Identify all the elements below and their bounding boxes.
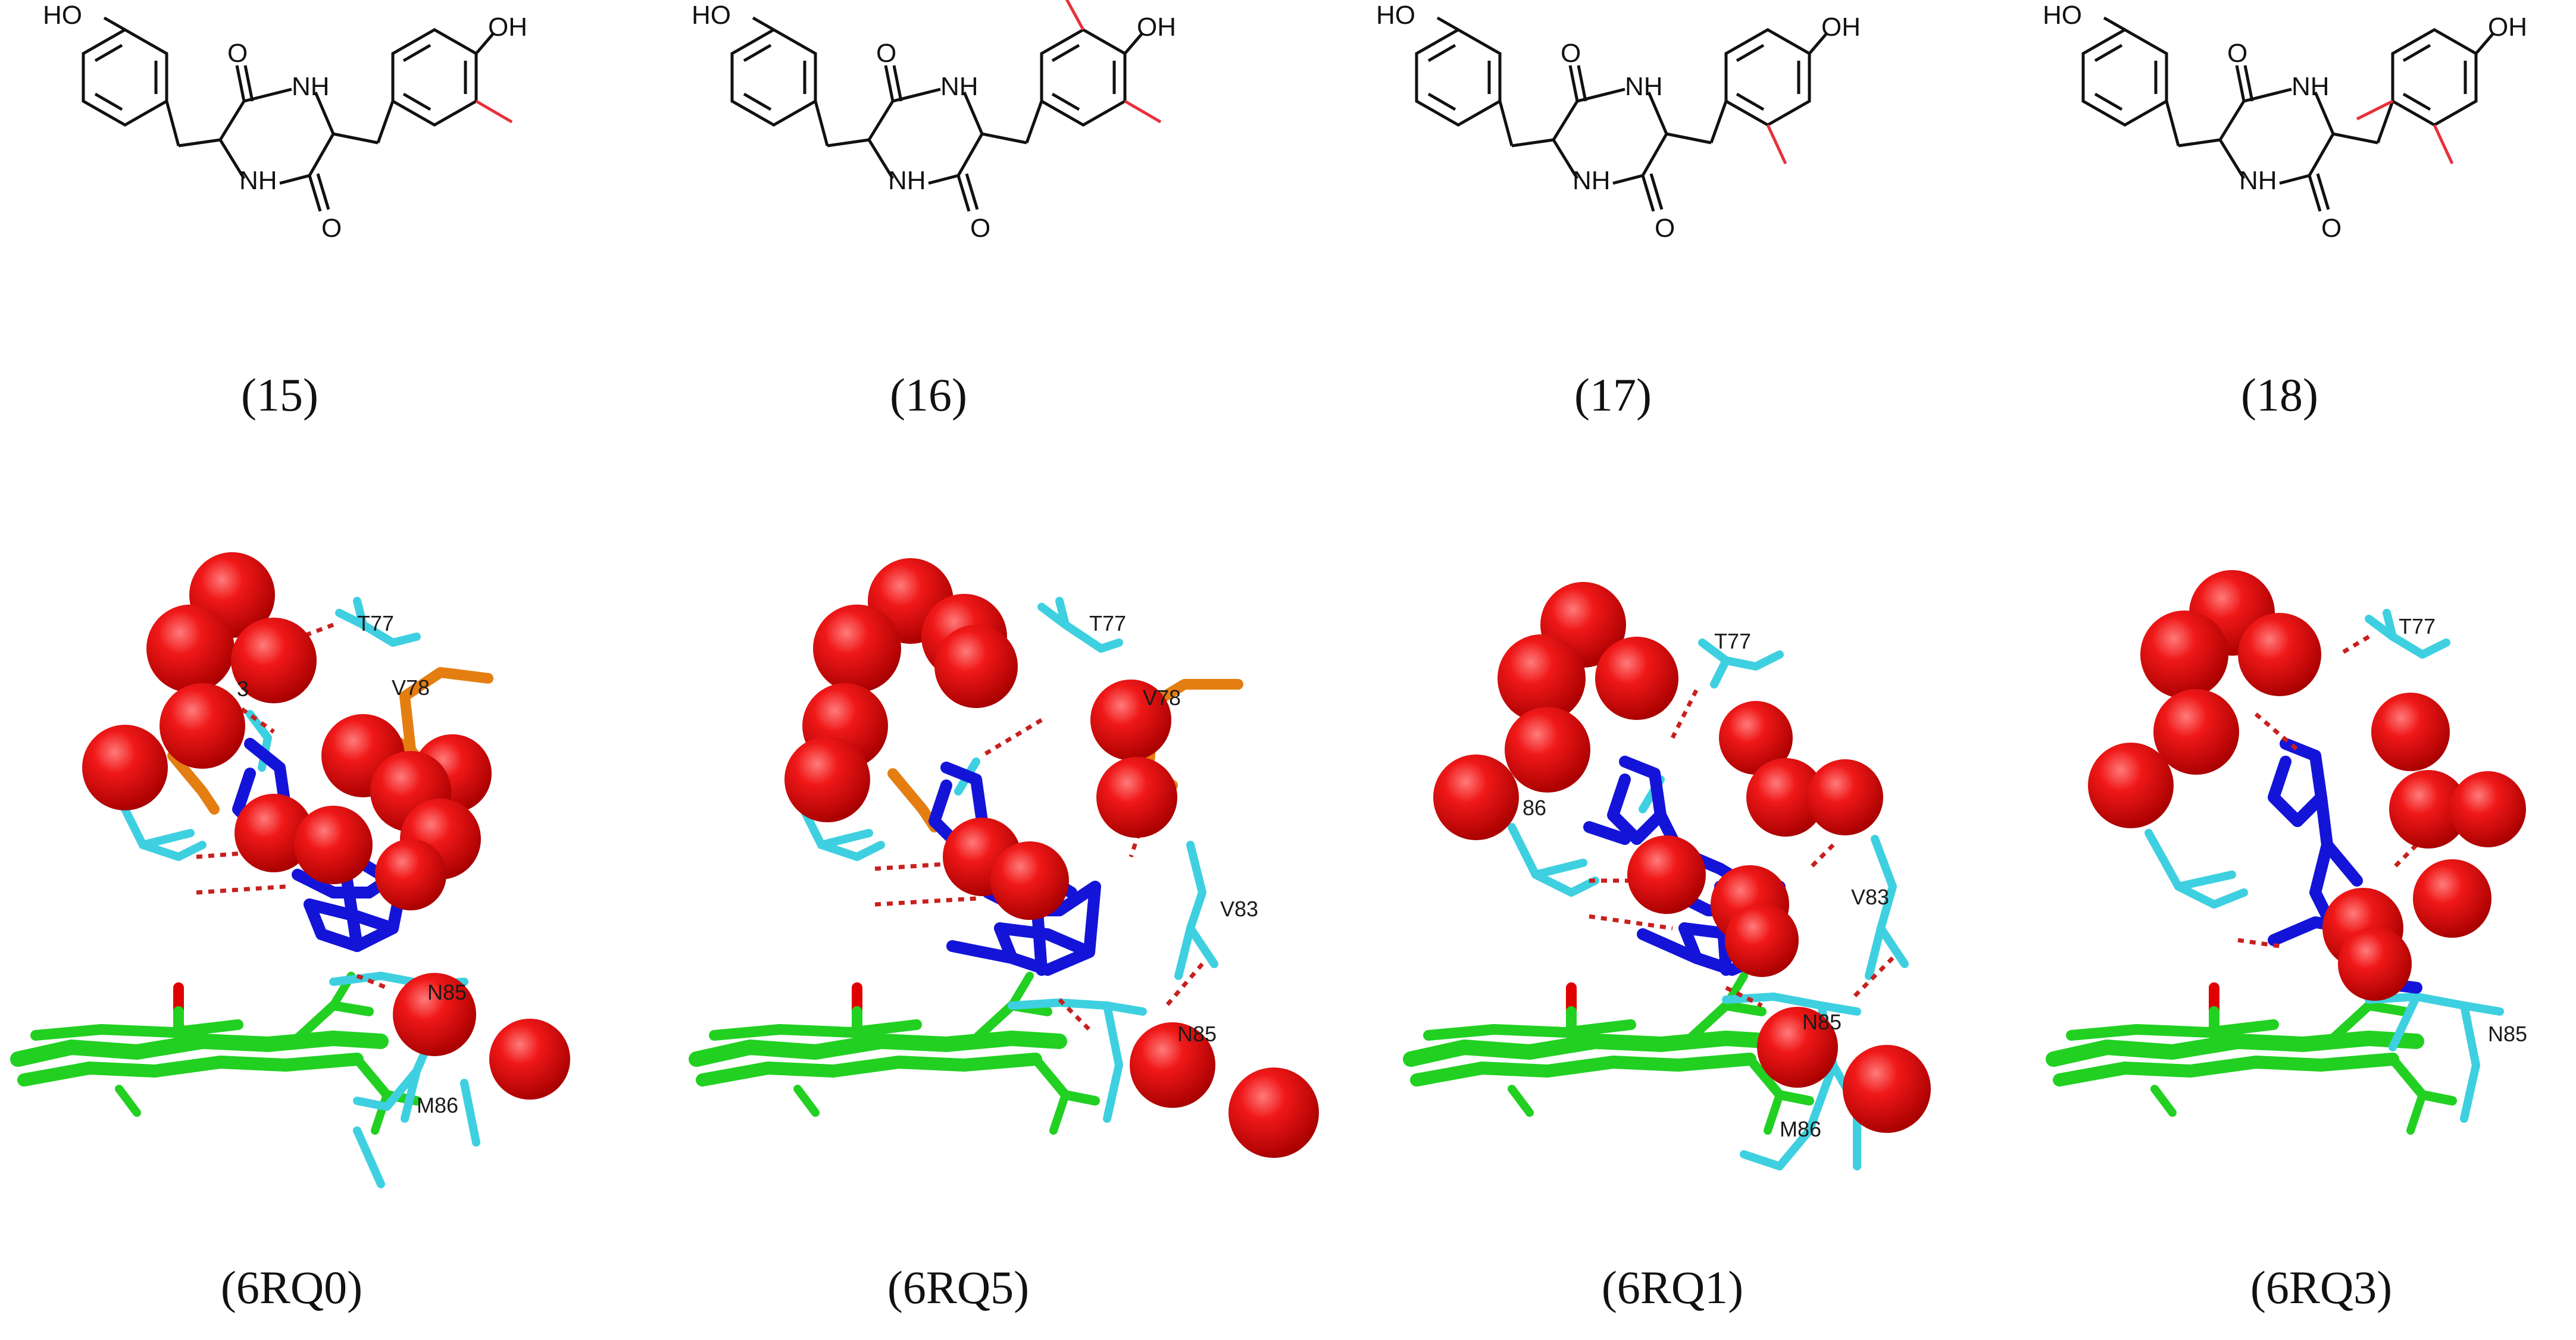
residue-label: V78 (1143, 685, 1181, 710)
amide-nh-label: NH (1625, 72, 1663, 101)
hydroxyl-label: OH (488, 12, 527, 42)
protein-residues (2144, 609, 2504, 1123)
compound-caption: (17) (1574, 369, 1652, 421)
svg-text:O: O (321, 214, 342, 243)
residue-label: T77 (357, 611, 394, 635)
residue-label: V83 (1220, 897, 1258, 921)
hydroxyl-label: OH (1821, 12, 1861, 42)
structure-caption: (6RQ0) (221, 1261, 362, 1313)
hydroxyl-label: HO (43, 1, 82, 30)
residue-label: T77 (1089, 611, 1126, 635)
structure-caption: (6RQ3) (2250, 1261, 2392, 1313)
methyl-group (2433, 124, 2454, 165)
water-molecules (2088, 570, 2526, 1001)
amide-nh-label: NH (940, 72, 978, 101)
svg-text:O: O (970, 214, 990, 243)
residue-label: M86 (1780, 1117, 1821, 1141)
residue-label: N85 (1177, 1022, 1217, 1046)
residue-label: N85 (427, 980, 467, 1004)
compound-17: HO OH NH NH O O (17) (1376, 1, 1861, 421)
compound-16: HO OH NH NH O O (16) (692, 0, 1176, 421)
amide-nh-label: NH (888, 166, 926, 195)
structure-caption: (6RQ5) (887, 1261, 1029, 1313)
compound-caption: (15) (241, 369, 318, 421)
protein-residues (793, 597, 1218, 1123)
structure-6RQ5: T77 V78 V83 N85 (6RQ5) (696, 558, 1319, 1313)
methyl-group (1124, 99, 1162, 124)
water-molecules (784, 558, 1319, 1158)
hydroxyl-label: HO (2043, 1, 2082, 30)
amide-nh-label: NH (292, 72, 330, 101)
amide-nh-label: NH (2291, 72, 2330, 101)
structure-caption: (6RQ1) (1602, 1261, 1743, 1313)
residue-label: N85 (1802, 1010, 1842, 1034)
amide-nh-label: NH (2239, 166, 2277, 195)
methyl-group (1065, 0, 1085, 31)
methyl-group (475, 99, 513, 124)
hydrogen-bonds (2237, 634, 2418, 948)
hydroxyl-label: HO (692, 1, 731, 30)
hydroxyl-label: OH (2488, 12, 2527, 42)
svg-text:O: O (2321, 214, 2341, 243)
svg-text:O: O (1655, 214, 1675, 243)
residue-label: V83 (1851, 885, 1889, 909)
heme-group (696, 976, 1095, 1131)
compound-15: HO OH NH NH O O (15) (43, 1, 527, 421)
methyl-group (1766, 124, 1787, 165)
residue-label: 86 (1523, 796, 1546, 820)
residue-label: T77 (2399, 614, 2436, 638)
heme-group (18, 976, 417, 1131)
compound-caption: (16) (890, 369, 967, 421)
svg-text:O: O (227, 39, 248, 68)
svg-text:O: O (2227, 39, 2247, 68)
residue-label: V78 (392, 675, 430, 700)
structure-6RQ1: T77 V83 86 N85 M86 (6RQ1) (1411, 582, 1931, 1313)
protein-residues (115, 597, 480, 1188)
residue-label: M86 (417, 1093, 458, 1117)
hydroxyl-label: OH (1137, 12, 1176, 42)
svg-text:O: O (1561, 39, 1581, 68)
residue-label: 3 (237, 677, 249, 701)
hydroxyl-label: HO (1376, 1, 1415, 30)
amide-nh-label: NH (239, 166, 277, 195)
compound-caption: (18) (2241, 369, 2318, 421)
residue-label: N85 (2488, 1022, 2527, 1046)
residue-label: T77 (1714, 629, 1751, 653)
amide-nh-label: NH (1573, 166, 1611, 195)
structure-6RQ3: T77 N85 (6RQ3) (2053, 570, 2527, 1313)
structure-6RQ0: T77 V78 N85 M86 3 (6RQ0) (18, 552, 570, 1313)
water-molecules (1433, 582, 1931, 1133)
water-molecules (82, 552, 570, 1100)
compound-18: HO OH NH NH O O (18) (2043, 1, 2527, 421)
methyl-group (2356, 99, 2394, 121)
svg-text:O: O (876, 39, 896, 68)
